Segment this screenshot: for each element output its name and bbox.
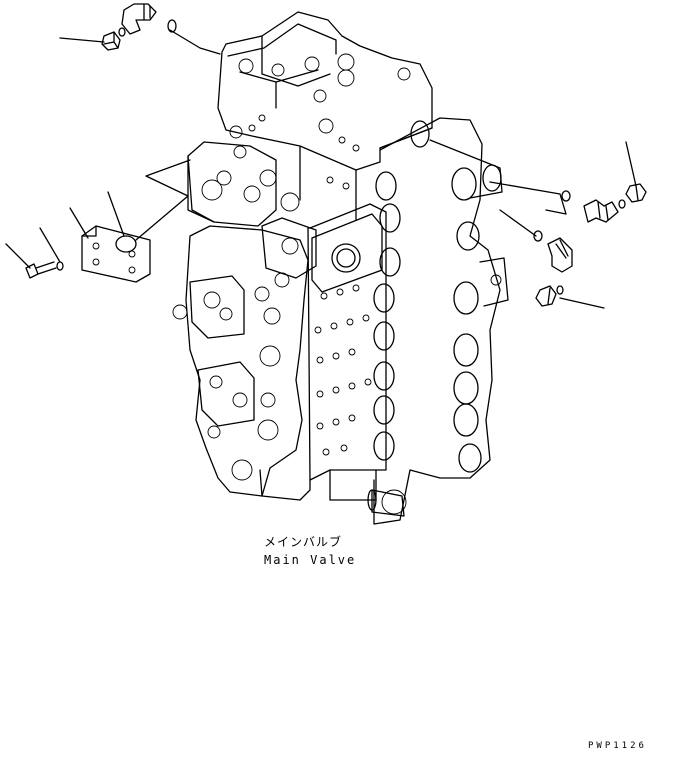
nut-right-lower: [535, 285, 557, 307]
spool-caps: [373, 120, 509, 473]
washer-right-lower: [556, 285, 564, 295]
figure-code: PWP1126: [588, 741, 647, 751]
nut-top-left: [101, 31, 121, 51]
elbow-fitting-right-lower: [547, 237, 573, 273]
o-ring-top: [167, 19, 177, 33]
valve-port-holes: [248, 114, 372, 456]
bottom-plug: [367, 489, 405, 517]
washer-right-upper: [618, 199, 626, 209]
valve-bolts: [172, 53, 411, 515]
elbow-fitting-top: [121, 3, 157, 35]
leader-lines: [5, 29, 637, 309]
caption-english: Main Valve: [264, 553, 357, 567]
bolt-left: [25, 261, 57, 279]
caption-japanese: メインバルブ: [264, 535, 343, 549]
main-valve-assembly: [185, 11, 501, 525]
washer-top-left: [118, 27, 126, 37]
washer-left: [56, 261, 64, 271]
elbow-fitting-right-upper: [583, 199, 619, 223]
o-ring-right-upper: [561, 190, 571, 202]
nut-right-upper: [625, 183, 647, 203]
o-ring-right-lower: [533, 230, 543, 242]
o-ring-left: [115, 235, 137, 253]
cover-plate: [81, 225, 151, 283]
